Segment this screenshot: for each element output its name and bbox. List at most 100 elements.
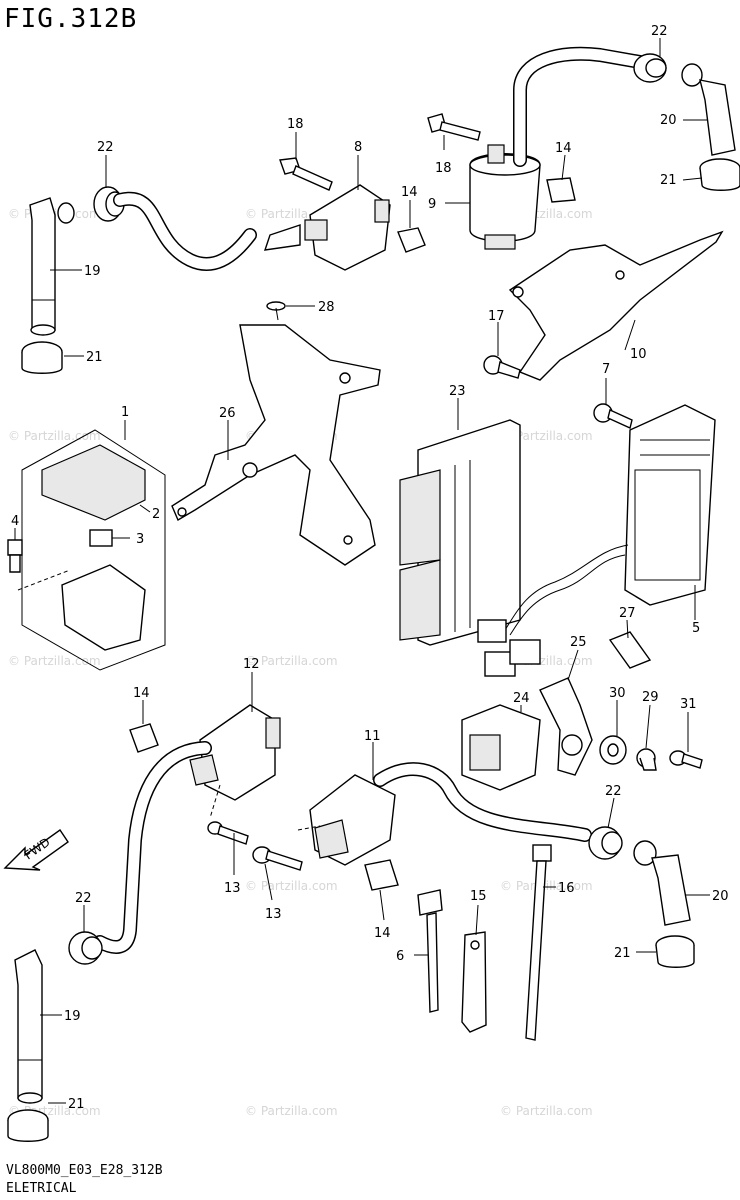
callout-14-d: 14 <box>374 926 391 941</box>
callout-2: 2 <box>152 507 160 522</box>
watermark: © Partzilla.com <box>245 879 338 893</box>
collar-29 <box>636 748 657 771</box>
callout-13-b: 13 <box>265 907 282 922</box>
callout-6: 6 <box>396 949 404 964</box>
callout-16: 16 <box>558 881 575 896</box>
cable-seal-22-top-right <box>633 53 667 83</box>
callout-23: 23 <box>449 384 466 399</box>
callout-20-a: 20 <box>660 113 677 128</box>
callout-14-c: 14 <box>133 686 150 701</box>
watermark: © Partzilla.com <box>500 1104 593 1118</box>
callout-8: 8 <box>354 140 362 155</box>
callout-3: 3 <box>136 532 144 547</box>
cable-tie-16 <box>525 844 552 1041</box>
regulator-rectifier-5 <box>624 404 716 606</box>
bolt-13-a <box>207 821 249 845</box>
connector-plugs <box>477 619 541 677</box>
callout-20-b: 20 <box>712 889 729 904</box>
callout-25: 25 <box>570 635 587 650</box>
callout-21-b: 21 <box>660 173 677 188</box>
callout-18-b: 18 <box>435 161 452 176</box>
bolt-18-right <box>427 113 481 141</box>
callout-22-d: 22 <box>75 891 92 906</box>
callout-7: 7 <box>602 362 610 377</box>
watermark: © Partzilla.com <box>245 654 338 668</box>
collar-14-top <box>397 227 426 253</box>
grommet-30 <box>599 735 627 765</box>
callout-14-a: 14 <box>401 185 418 200</box>
callout-10: 10 <box>630 347 647 362</box>
callout-30: 30 <box>609 686 626 701</box>
callout-19-a: 19 <box>84 264 101 279</box>
callout-28: 28 <box>318 300 335 315</box>
spark-plug-cap-20-top <box>681 63 736 156</box>
collar-14-right <box>546 177 576 203</box>
callout-26: 26 <box>219 406 236 421</box>
callout-labels: 1 2 3 4 5 6 7 8 9 10 11 12 13 13 14 14 1… <box>11 24 729 1112</box>
bracket-25 <box>539 677 593 776</box>
watermark: © Partzilla.com <box>500 429 593 443</box>
category-label: ELETRICAL <box>6 1181 77 1196</box>
callout-18-a: 18 <box>287 117 304 132</box>
bracket-10 <box>508 230 724 381</box>
ignition-coil-8 <box>263 184 391 271</box>
watermark: © Partzilla.com <box>245 1104 338 1118</box>
collar-14-bottom <box>364 859 399 891</box>
bolt-13-b <box>252 846 303 871</box>
connector-24 <box>461 704 541 791</box>
ignition-coil-11 <box>297 774 396 866</box>
callout-31: 31 <box>680 697 697 712</box>
bolt-4 <box>7 539 23 573</box>
seal-ring-21-top-left <box>21 341 63 374</box>
callout-27: 27 <box>619 606 636 621</box>
bolt-7 <box>593 403 633 429</box>
spark-plug-cap-20-bottom <box>633 840 691 926</box>
cable-seal-22-bottom-left <box>68 931 103 965</box>
figure-title: FIG.312B <box>4 4 138 34</box>
callout-11: 11 <box>364 729 381 744</box>
cable-seal-22-bottom-right <box>588 826 623 860</box>
callout-21-a: 21 <box>86 350 103 365</box>
ignition-coil-9 <box>469 144 541 250</box>
watermark: © Partzilla.com <box>500 879 593 893</box>
callout-15: 15 <box>470 889 487 904</box>
callout-21-c: 21 <box>614 946 631 961</box>
fwd-arrow-icon: FWD <box>3 829 69 871</box>
callout-1: 1 <box>121 405 129 420</box>
callout-22-a: 22 <box>97 140 114 155</box>
callout-21-d: 21 <box>68 1097 85 1112</box>
ecm-23 <box>399 419 521 646</box>
collar-14-left <box>129 723 159 753</box>
spark-plug-cap-19-top <box>29 197 75 336</box>
clamp-6 <box>417 889 443 1013</box>
seal-ring-21-top-right <box>699 158 740 191</box>
callout-12: 12 <box>243 657 260 672</box>
bolt-31 <box>669 750 703 769</box>
callout-22-c: 22 <box>605 784 622 799</box>
callout-17: 17 <box>488 309 505 324</box>
callout-4: 4 <box>11 514 19 529</box>
callout-9: 9 <box>428 197 436 212</box>
callout-13-a: 13 <box>224 881 241 896</box>
screw-28 <box>266 301 286 321</box>
seal-ring-21-bottom-left <box>7 1109 49 1142</box>
watermark: © Partzilla.com <box>8 654 101 668</box>
starter-relay-box-1 <box>17 429 166 671</box>
spark-plug-cap-19-bottom <box>14 949 43 1104</box>
ignition-coil-12 <box>189 704 281 801</box>
bracket-26 <box>171 324 381 566</box>
callout-19-b: 19 <box>64 1009 81 1024</box>
bolt-18-left <box>279 157 333 191</box>
seal-ring-21-bottom-right <box>655 935 695 968</box>
watermark: © Partzilla.com <box>8 429 101 443</box>
callout-22-b: 22 <box>651 24 668 39</box>
callout-24: 24 <box>513 691 530 706</box>
callout-29: 29 <box>642 690 659 705</box>
bolt-17 <box>483 355 521 379</box>
leader-lines <box>14 38 710 1104</box>
diagram-code: VL800M0_E03_E28_312B <box>6 1163 163 1178</box>
clamp-15 <box>461 931 487 1033</box>
callout-14-b: 14 <box>555 141 572 156</box>
collar-27 <box>608 631 652 669</box>
